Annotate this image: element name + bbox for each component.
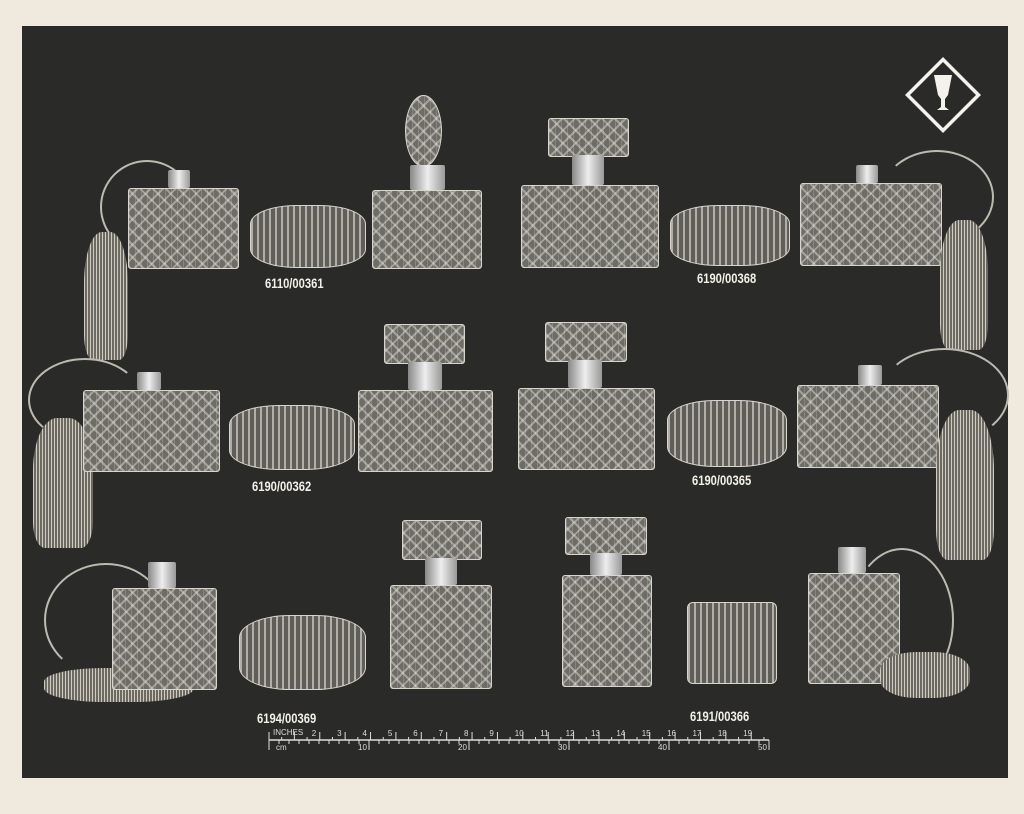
atomizer-tassel — [84, 232, 128, 360]
ruler-cm-label: 20 — [458, 743, 467, 752]
ruler-inch-label: 7 — [438, 729, 444, 738]
atomizer-cap — [168, 170, 190, 188]
ruler-inch-label: 17 — [692, 729, 702, 738]
atomizer-tassel — [936, 410, 994, 560]
ruler-cm-label: 50 — [758, 743, 767, 752]
atomizer-tube — [100, 160, 194, 254]
product-code-label: 6190/00365 — [692, 472, 752, 488]
powder-box — [250, 205, 366, 268]
ruler-inch-label: 14 — [616, 729, 626, 738]
ruler-inch-label: 3 — [337, 729, 342, 738]
perfume-bottle — [518, 388, 655, 470]
atomizer-tassel — [940, 220, 988, 350]
product-code-label: 6190/00362 — [252, 478, 312, 494]
bottle-stopper — [565, 517, 647, 555]
brand-logo — [905, 57, 981, 133]
atomizer-cap — [137, 372, 161, 390]
bottle-neck — [408, 362, 442, 390]
powder-box — [229, 405, 355, 470]
atomizer-tube — [850, 548, 954, 692]
perfume-bottle — [358, 390, 493, 472]
ruler-inch-label: 13 — [590, 729, 600, 738]
product-code-label: 6110/00361 — [265, 275, 324, 291]
ruler-inch-label: 9 — [489, 729, 494, 738]
ruler-unit-cm: cm — [276, 743, 287, 752]
bottle-stopper — [402, 520, 482, 560]
powder-box — [239, 615, 366, 690]
ruler-inch-label: 12 — [565, 729, 575, 738]
ruler-unit-inches: INCHES — [273, 728, 304, 737]
atomizer-tube — [880, 150, 994, 244]
atomizer-tube — [880, 348, 1009, 442]
atomizer-tube — [44, 563, 168, 677]
bottle-neck — [572, 155, 604, 185]
perfume-bottle — [128, 188, 239, 269]
ruler-inch-label: 8 — [464, 729, 469, 738]
ruler-inch-label: 16 — [667, 729, 676, 738]
ruler-inch-label: 2 — [311, 729, 317, 738]
atomizer-tube — [28, 358, 142, 442]
perfume-bottle — [521, 185, 659, 268]
perfume-bottle — [83, 390, 220, 472]
perfume-bottle — [372, 190, 482, 269]
powder-box — [670, 205, 790, 266]
perfume-bottle — [562, 575, 652, 687]
ruler-inch-label: 19 — [743, 729, 753, 738]
atomizer-cap — [838, 547, 866, 573]
product-code-label: 6190/00368 — [697, 270, 757, 286]
ruler-cm-label: 10 — [358, 743, 367, 752]
measurement-ruler: INCHES cm 2 3 4 5 6 7 8 9 10 11 12 13 14 15 16 17 18 19 10… — [268, 728, 770, 754]
ruler-inch-label: 5 — [387, 729, 393, 738]
ruler-inch-label: 10 — [514, 729, 524, 738]
bottle-neck — [568, 360, 602, 388]
bottle-stopper — [548, 118, 629, 157]
bottle-stopper — [545, 322, 627, 362]
perfume-bottle — [112, 588, 217, 690]
ruler-inch-label: 4 — [362, 729, 367, 738]
ruler-cm-label: 40 — [658, 743, 667, 752]
ruler-inch-label: 18 — [717, 729, 727, 738]
perfume-bottle — [390, 585, 492, 689]
powder-box — [667, 400, 787, 467]
ruler-inch-label: 6 — [413, 729, 418, 738]
bottle-neck — [590, 553, 622, 575]
atomizer-cap — [858, 365, 882, 385]
bottle-stopper — [384, 324, 465, 364]
bottle-stopper — [405, 95, 442, 167]
ruler-inch-label: 11 — [540, 729, 549, 738]
atomizer-tassel — [880, 652, 970, 698]
ruler-inch-label: 15 — [641, 729, 651, 738]
atomizer-cap — [148, 562, 176, 588]
product-code-label: 6191/00366 — [690, 708, 750, 724]
ruler-cm-label: 30 — [558, 743, 567, 752]
product-code-label: 6194/00369 — [257, 710, 317, 726]
bottle-neck — [425, 558, 457, 585]
atomizer-cap — [856, 165, 878, 183]
powder-box — [687, 602, 777, 684]
bottle-neck — [410, 165, 445, 190]
